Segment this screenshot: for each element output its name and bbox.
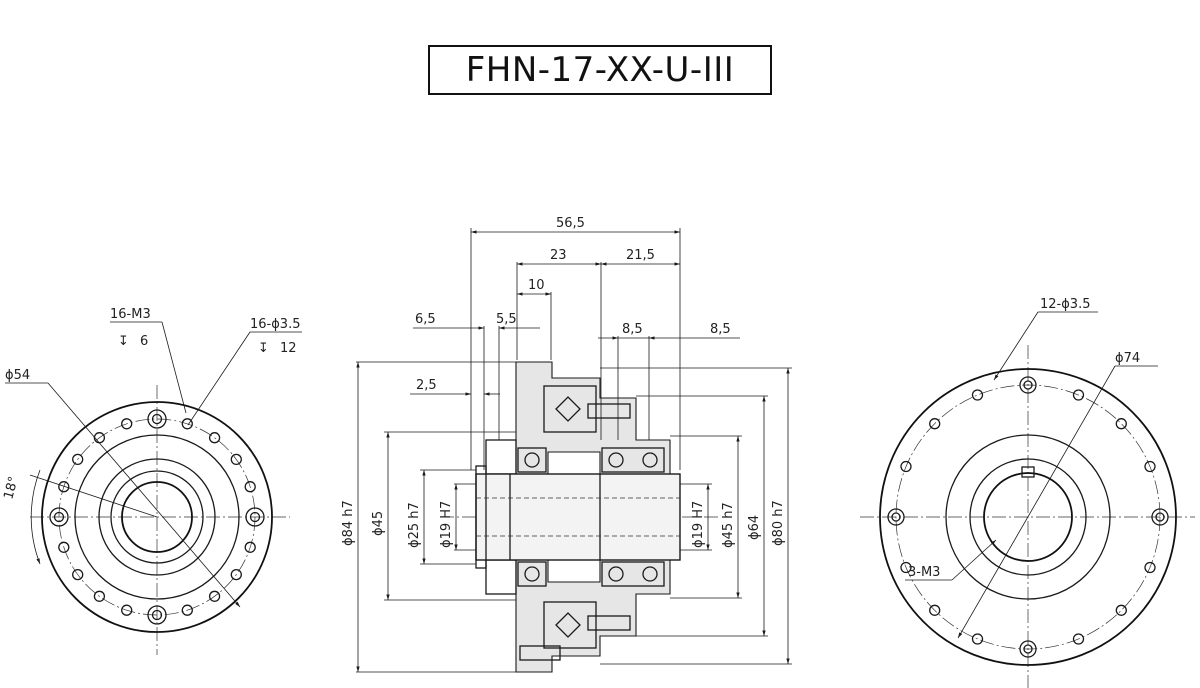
bolt-hole	[181, 604, 193, 616]
dim-dia-25: ϕ25 h7	[407, 502, 422, 548]
bolt-hole	[929, 604, 941, 616]
left-holes-callout: 16-ϕ3.5	[250, 317, 300, 332]
bolt-hole	[147, 605, 167, 625]
right-holes-callout: 12-ϕ3.5	[1040, 297, 1090, 312]
dim-dia-45-left: ϕ45	[371, 511, 386, 536]
dim-dia-80: ϕ80 h7	[771, 500, 786, 546]
bolt-hole	[181, 418, 193, 430]
bolt-hole	[1144, 561, 1156, 574]
bolt-hole	[1151, 508, 1169, 526]
right-tapped-callout: 3-M3	[908, 565, 940, 580]
bolt-hole-inner	[151, 413, 163, 425]
left-angle-label: 18°	[1, 475, 21, 501]
bolt-hole	[1019, 640, 1037, 658]
bolt-hole-inner	[1023, 380, 1033, 390]
bolt-hole	[245, 507, 265, 527]
dim-dia-19-right: ϕ19 H7	[691, 501, 706, 548]
output-shaft	[475, 473, 681, 561]
dim-overall-length: 56,5	[556, 216, 585, 231]
bolt-hole	[72, 568, 84, 581]
right-bolt-holes	[887, 376, 1169, 658]
bolt-hole	[1019, 376, 1037, 394]
dim-dia-84: ϕ84 h7	[341, 500, 356, 546]
bolt-hole	[1144, 460, 1156, 473]
left-outer-flange	[41, 401, 273, 633]
dim-dia-64: ϕ64	[747, 515, 762, 540]
left-tapped-depth: 6	[140, 334, 148, 349]
right-outer-flange	[879, 368, 1177, 666]
bolt-hole-inner	[1155, 512, 1165, 522]
dim-length-10: 10	[528, 278, 545, 293]
dim-dia-19-left: ϕ19 H7	[439, 501, 454, 548]
bolt-hole	[208, 590, 221, 602]
bolt-hole	[887, 508, 905, 526]
bolt-hole	[929, 418, 941, 430]
bolt-hole	[1115, 604, 1127, 616]
bolt-hole	[121, 604, 133, 616]
right-end-view: 12-ϕ3.5 ϕ74 3-M3	[860, 297, 1195, 688]
bolt-hole	[208, 432, 221, 444]
bolt-hole	[230, 568, 242, 581]
bolt-hole-inner	[891, 512, 901, 522]
bolt-hole	[58, 481, 70, 493]
left-pitch-circle	[58, 418, 256, 616]
model-title: FHN-17-XX-U-III	[428, 45, 772, 95]
bolt-hole	[900, 561, 912, 574]
left-bolt-holes	[49, 409, 265, 625]
dim-dia-45-right: ϕ45 h7	[721, 502, 736, 548]
bolt-hole	[971, 633, 984, 645]
bolt-hole	[72, 453, 84, 466]
bolt-hole-inner	[1023, 644, 1033, 654]
dim-length-6-5: 6,5	[415, 312, 436, 327]
bolt-hole	[49, 507, 69, 527]
dim-length-8-5-b: 8,5	[710, 322, 731, 337]
bolt-hole	[1072, 389, 1085, 401]
section-view: 56,5 23 21,5 10 6,5 5,5 8,5 8,5 2,5 ϕ84 …	[341, 216, 792, 673]
depth-symbol-icon: ↧	[118, 334, 129, 349]
dim-length-8-5-a: 8,5	[622, 322, 643, 337]
dim-length-23: 23	[550, 248, 567, 263]
dim-length-2-5: 2,5	[416, 378, 437, 393]
bolt-hole	[121, 418, 133, 430]
bolt-hole	[93, 590, 106, 602]
right-pitch-circle	[895, 384, 1161, 650]
right-pcd-label: ϕ74	[1115, 351, 1140, 366]
dim-length-5-5: 5,5	[496, 312, 517, 327]
left-pcd-label: ϕ54	[5, 368, 30, 383]
left-bore	[121, 481, 193, 553]
bolt-hole	[971, 389, 984, 401]
bolt-hole	[230, 453, 242, 466]
bolt-hole	[1115, 418, 1127, 430]
depth-symbol-icon: ↧	[258, 341, 269, 356]
bolt-hole	[244, 481, 256, 493]
bolt-hole	[58, 541, 70, 553]
bolt-hole	[147, 409, 167, 429]
left-tapped-callout: 16-M3	[110, 307, 151, 322]
bolt-hole-inner	[151, 609, 163, 621]
left-end-view: 16-M3 ↧ 6 16-ϕ3.5 ↧ 12 ϕ54 18°	[1, 307, 302, 655]
right-bore	[983, 472, 1073, 562]
bolt-hole	[244, 541, 256, 553]
bolt-hole-inner	[249, 511, 261, 523]
bolt-hole	[900, 460, 912, 473]
bolt-hole-inner	[53, 511, 65, 523]
bolt-hole	[1072, 633, 1085, 645]
dim-length-21-5: 21,5	[626, 248, 655, 263]
left-holes-depth: 12	[280, 341, 297, 356]
